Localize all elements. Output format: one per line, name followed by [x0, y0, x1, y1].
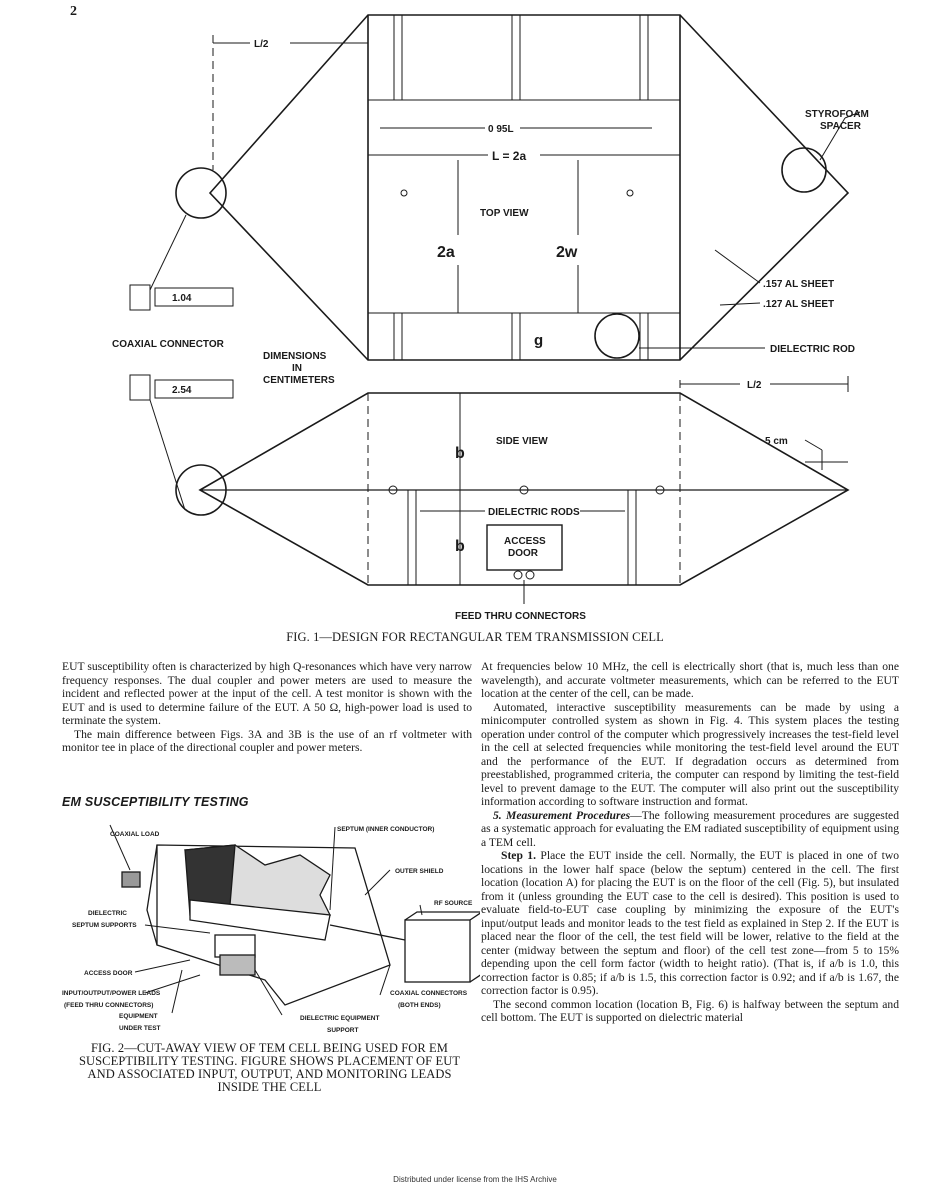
dim-half-length-right: L/2: [747, 380, 762, 391]
dim-half-length-left: L/2: [254, 39, 269, 50]
dielectric-rods-label: DIELECTRIC RODS: [488, 507, 580, 518]
paragraph: The main difference between Figs. 3A and…: [62, 727, 472, 755]
dim-b-top: b: [455, 445, 465, 462]
caption-line: AND ASSOCIATED INPUT, OUTPUT, AND MONITO…: [87, 1067, 452, 1081]
page-number: 2: [70, 4, 77, 19]
figure-1-diagram: L/2 0 95L L = 2a TOP VIEW 2a 2w g STYROF…: [112, 14, 869, 622]
door-label: DOOR: [508, 548, 539, 559]
caption-line: INSIDE THE CELL: [217, 1080, 322, 1094]
top-view-label: TOP VIEW: [480, 208, 529, 219]
figure-2-diagram: COAXIAL LOAD SEPTUM (INNER CONDUCTOR) OU…: [62, 824, 480, 1034]
side-view-label: SIDE VIEW: [496, 436, 548, 447]
dim-254: 2.54: [172, 385, 192, 396]
spacer-label: SPACER: [820, 121, 862, 132]
septum-supports-label: SEPTUM SUPPORTS: [72, 922, 137, 929]
five-cm-label: 5 cm: [765, 436, 788, 447]
section-heading: EM SUSCEPTIBILITY TESTING: [62, 795, 249, 809]
coaxial-connectors-label: COAXIAL CONNECTORS: [390, 990, 468, 997]
feed-thru-connectors-label: (FEED THRU CONNECTORS): [64, 1002, 153, 1009]
paragraph: Automated, interactive susceptibility me…: [481, 700, 899, 809]
under-test-label: UNDER TEST: [119, 1025, 161, 1032]
dim-gap: g: [534, 332, 543, 349]
paragraph: At frequencies below 10 MHz, the cell is…: [481, 660, 899, 700]
dielectric-support-label: DIELECTRIC EQUIPMENT: [300, 1015, 379, 1022]
caption-line: FIG. 2—CUT-AWAY VIEW OF TEM CELL BEING U…: [90, 1041, 449, 1055]
coaxial-connector-label: COAXIAL CONNECTOR: [112, 339, 225, 350]
dielectric-rod-label: DIELECTRIC ROD: [770, 344, 855, 355]
feed-thru-label: FEED THRU CONNECTORS: [455, 611, 586, 622]
figure-2-caption: FIG. 2—CUT-AWAY VIEW OF TEM CELL BEING U…: [62, 1042, 477, 1094]
left-column: EUT susceptibility often is characterize…: [62, 660, 472, 755]
dim-104: 1.04: [172, 293, 192, 304]
section-lead: 5. Measurement Procedures: [493, 808, 631, 822]
centimeters-label: CENTIMETERS: [263, 375, 335, 386]
leads-label: INPUT/OUTPUT/POWER LEADS: [62, 990, 161, 997]
paragraph-text: —The following measurement procedures ar…: [481, 808, 899, 849]
paragraph: Step 1. Place the EUT inside the cell. N…: [481, 849, 899, 998]
access-door-label: ACCESS DOOR: [84, 970, 133, 977]
step-lead: Step 1.: [501, 849, 537, 862]
right-column: At frequencies below 10 MHz, the cell is…: [481, 660, 899, 1025]
dim-length: L = 2a: [492, 149, 526, 163]
footer-license: Distributed under license from the IHS A…: [393, 1175, 557, 1184]
sheet-157-label: .157 AL SHEET: [763, 279, 834, 290]
dimensions-in-label: IN: [292, 363, 302, 374]
support-label: SUPPORT: [327, 1027, 358, 1034]
paragraph: 5. Measurement Procedures—The following …: [481, 809, 899, 850]
top-view-outline: [208, 14, 850, 361]
dim-b-bottom: b: [455, 538, 465, 555]
sheet-127-label: .127 AL SHEET: [763, 299, 834, 310]
access-label: ACCESS: [504, 536, 546, 547]
outer-shield-label: OUTER SHIELD: [395, 868, 444, 875]
both-ends-label: (BOTH ENDS): [398, 1002, 441, 1009]
eut-label: EQUIPMENT: [119, 1013, 158, 1020]
paragraph: EUT susceptibility often is characterize…: [62, 660, 472, 727]
dimensions-label: DIMENSIONS: [263, 351, 327, 362]
dim-2w: 2w: [556, 244, 578, 261]
septum-label: SEPTUM (INNER CONDUCTOR): [337, 826, 434, 833]
dim-2a: 2a: [437, 244, 455, 261]
coaxial-load-label: COAXIAL LOAD: [110, 831, 160, 838]
styrofoam-label: STYROFOAM: [805, 109, 869, 120]
paragraph-text: Place the EUT inside the cell. Normally,…: [481, 849, 899, 997]
rf-source-label: RF SOURCE: [434, 900, 473, 907]
caption-line: SUSCEPTIBILITY TESTING. FIGURE SHOWS PLA…: [78, 1054, 461, 1068]
figure-1-caption: FIG. 1—DESIGN FOR RECTANGULAR TEM TRANSM…: [286, 630, 664, 644]
dielectric-label: DIELECTRIC: [88, 910, 127, 917]
dim-inner-length: 0 95L: [488, 124, 514, 135]
paragraph: The second common location (location B, …: [481, 997, 899, 1025]
